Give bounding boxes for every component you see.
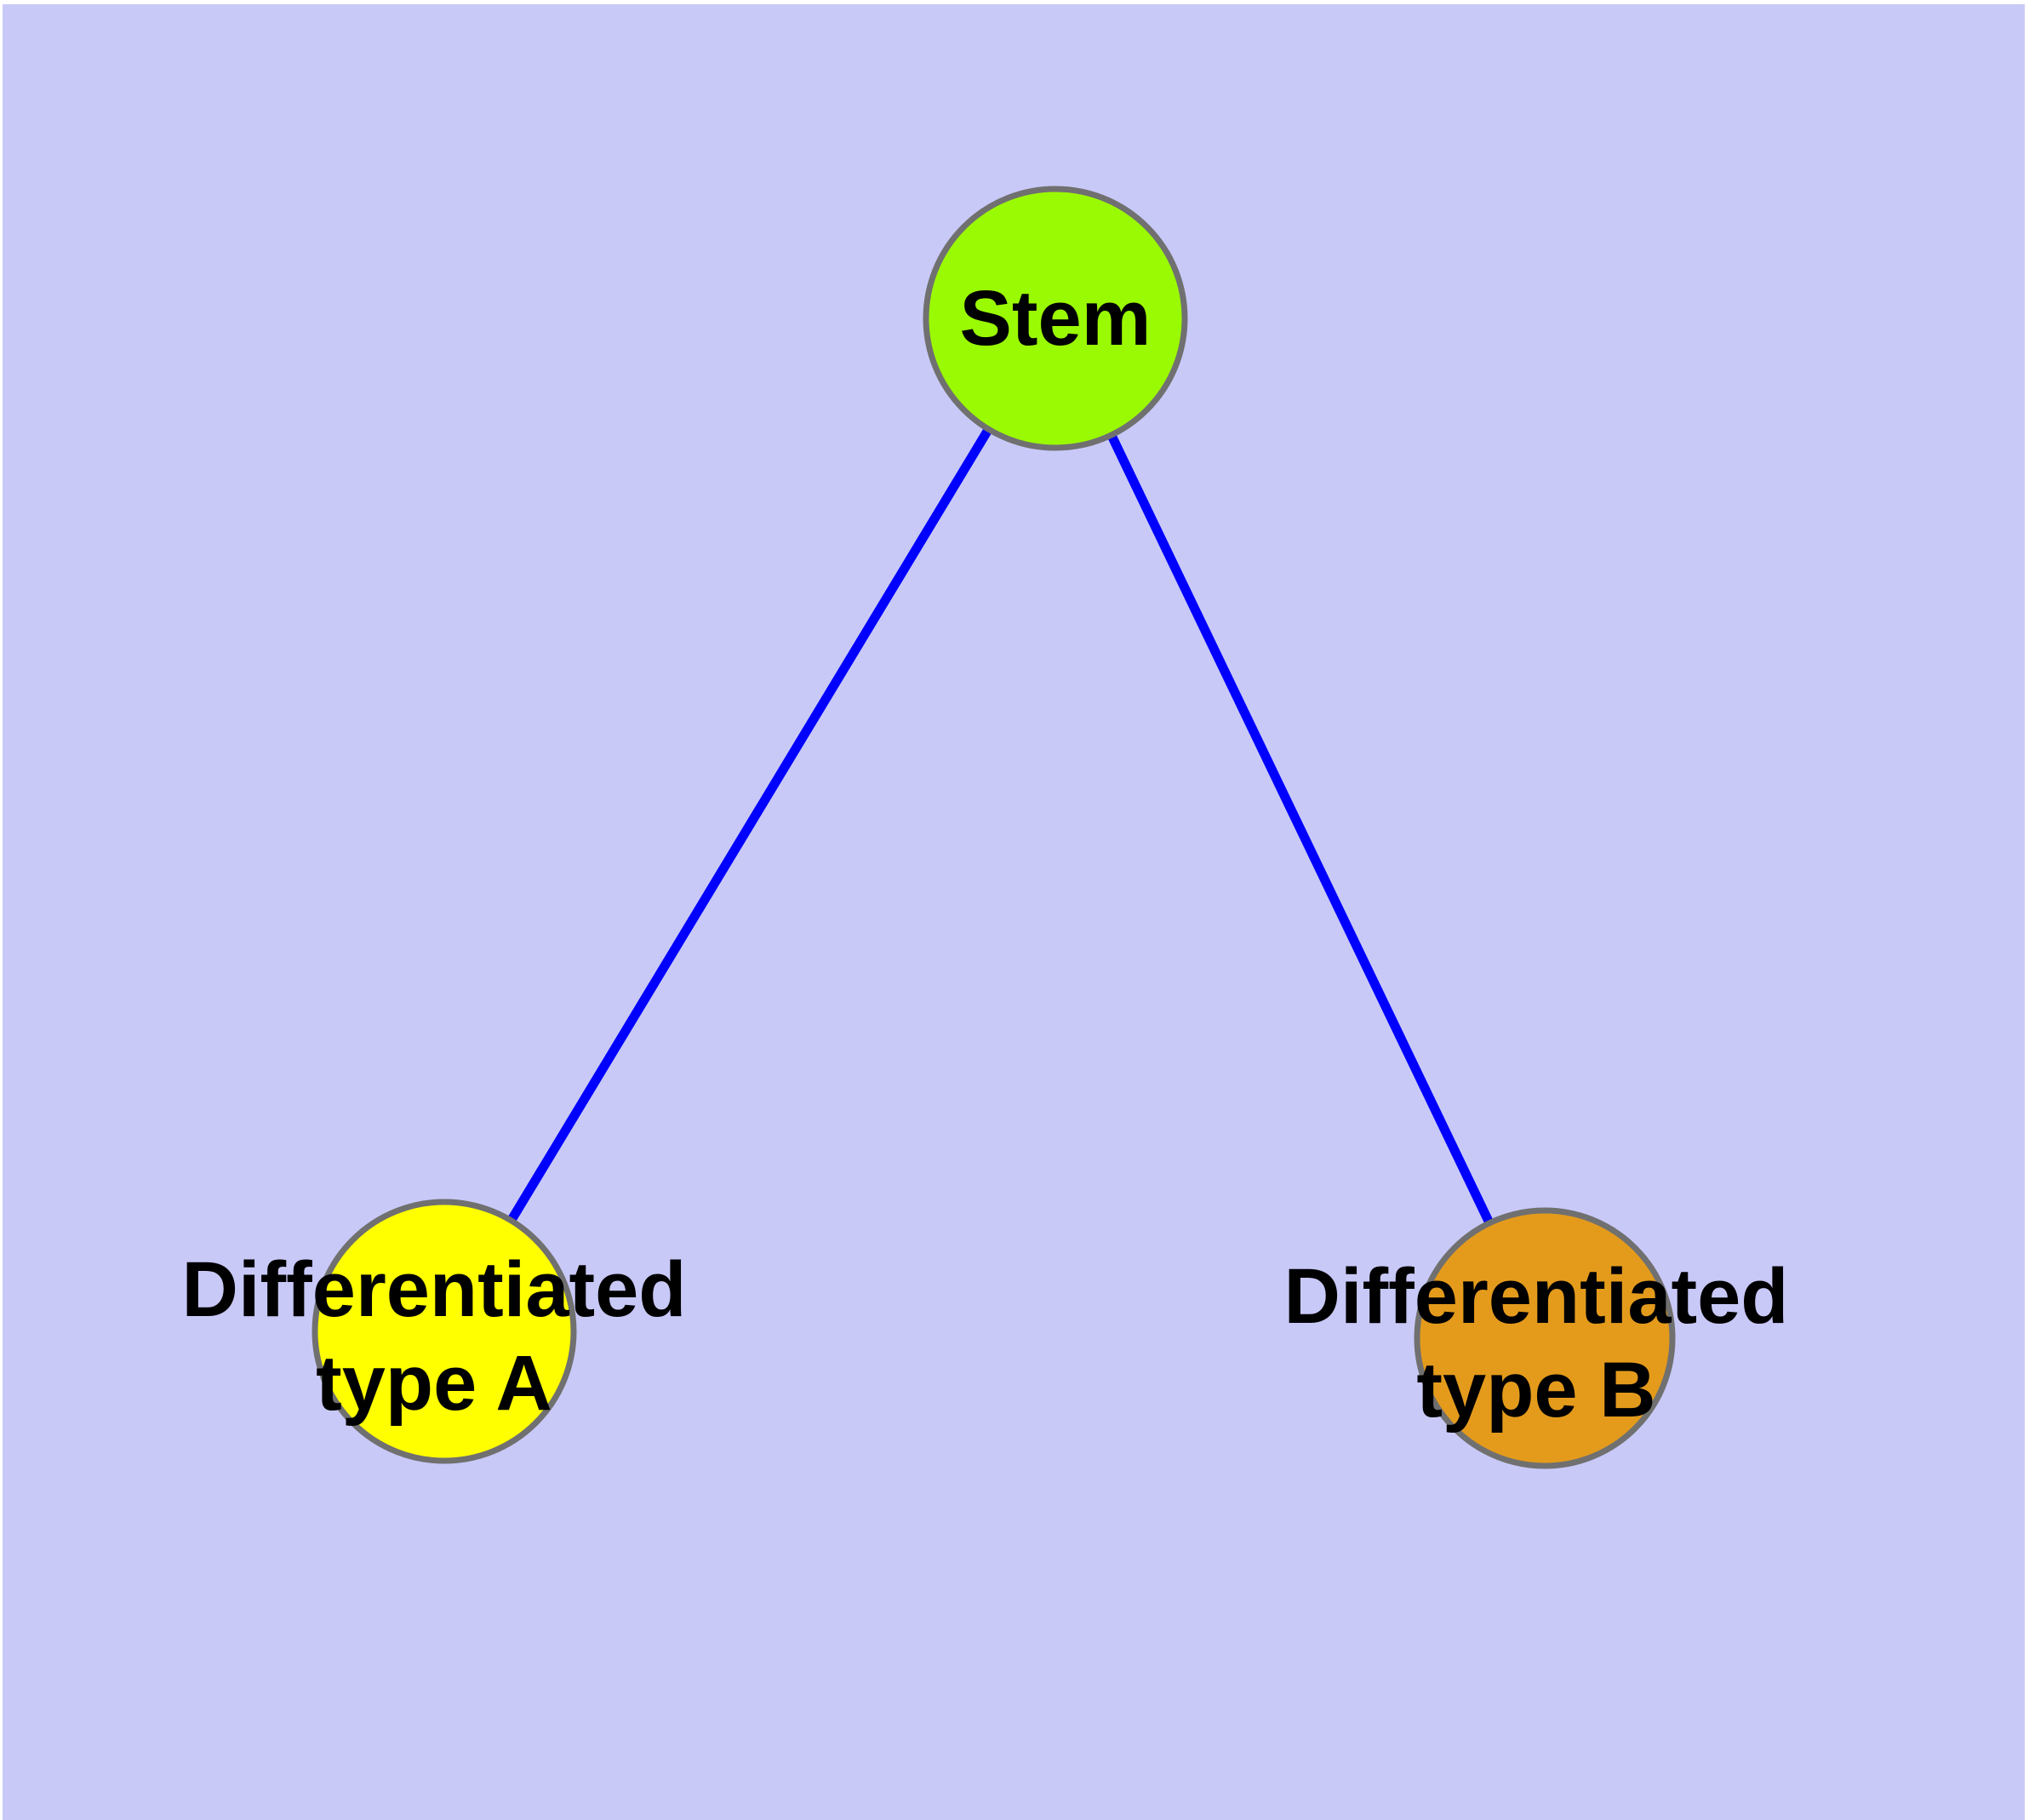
edge-stem-to-type-a [440,316,1060,1334]
type-b-node-circle [1414,1207,1676,1469]
type-a-node-circle [311,1199,577,1464]
stem-node-label: Stem [959,275,1152,362]
stem-node-circle [923,186,1188,451]
type-b-node-label: Differentiated type B [1283,1253,1789,1434]
type-a-node-label: Differentiated type A [181,1246,687,1427]
edge-stem-to-type-b [1051,316,1549,1341]
